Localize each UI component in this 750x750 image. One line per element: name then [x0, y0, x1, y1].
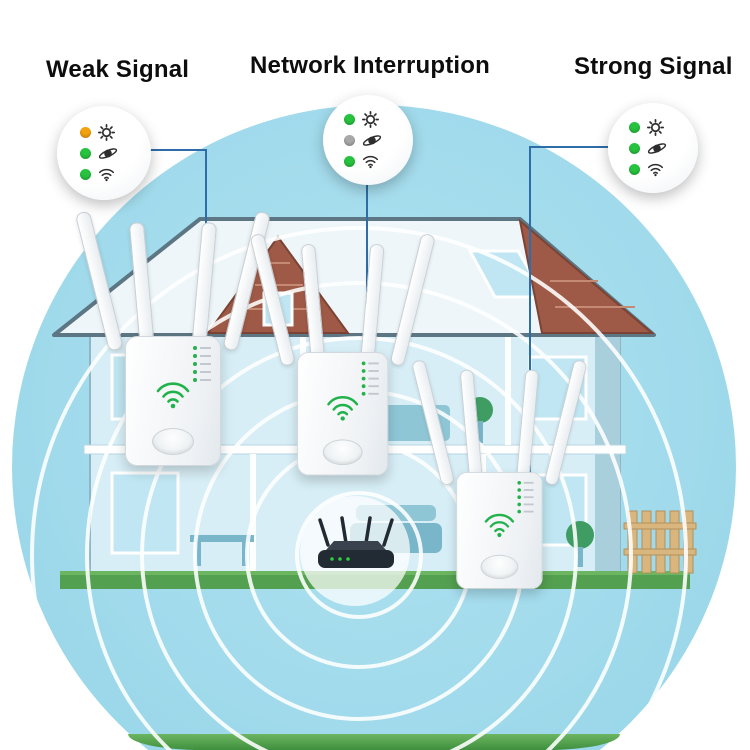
status-led: [344, 155, 355, 167]
planet-icon: [362, 134, 382, 146]
callout-connector-weak: [150, 149, 207, 151]
status-led: [629, 163, 640, 175]
antenna: [515, 369, 540, 486]
status-row: [344, 152, 392, 171]
antenna: [128, 221, 155, 351]
wps-button: [152, 428, 194, 455]
gear-icon: [647, 118, 664, 136]
status-led: [629, 121, 640, 133]
label-strong-signal: Strong Signal: [574, 53, 733, 80]
antenna: [191, 221, 218, 351]
wifi-icon: [484, 513, 515, 538]
status-row: [80, 165, 128, 184]
wifi-icon: [647, 163, 664, 176]
status-row: [80, 123, 128, 142]
wifi-extender-left: [74, 196, 272, 466]
status-indicators: [517, 481, 534, 514]
wps-button: [480, 554, 519, 580]
wifi-icon: [327, 396, 359, 421]
wifi-icon: [98, 168, 115, 181]
status-row: [80, 144, 128, 163]
status-indicators: [193, 346, 211, 382]
gear-icon: [362, 110, 379, 128]
wifi-icon: [362, 155, 379, 168]
wifi-extender-middle: [249, 219, 436, 476]
status-led: [80, 168, 91, 180]
status-indicators: [361, 361, 379, 396]
label-network-interruption: Network Interruption: [250, 52, 491, 79]
extender-body: [456, 472, 543, 589]
callout-connector-strong: [529, 146, 531, 473]
callout-connector-strong: [530, 146, 609, 148]
wifi-ripple-ring: [140, 336, 578, 750]
extender-body: [125, 336, 221, 466]
status-led: [344, 134, 355, 146]
wifi-router-icon: [318, 516, 394, 568]
antenna: [459, 369, 484, 486]
status-row: [629, 160, 677, 179]
status-led: [80, 126, 91, 138]
planet-icon: [98, 147, 118, 159]
extender-body: [297, 352, 389, 476]
status-led: [80, 147, 91, 159]
status-row: [344, 110, 392, 129]
wifi-ripple-ring: [295, 491, 423, 619]
antenna: [359, 243, 385, 366]
wps-button: [322, 439, 363, 466]
label-weak-signal: Weak Signal: [46, 56, 190, 83]
antenna: [300, 243, 326, 366]
callout-connector-interruption: [366, 184, 368, 352]
wifi-extender-right: [411, 346, 588, 589]
status-led: [629, 142, 640, 154]
status-row: [629, 139, 677, 158]
status-row: [629, 118, 677, 137]
wifi-icon: [156, 382, 190, 409]
status-led: [344, 113, 355, 125]
gear-icon: [98, 123, 115, 141]
status-callout-interruption: [323, 95, 413, 185]
status-callout-weak: [57, 106, 151, 200]
status-row: [344, 131, 392, 150]
planet-icon: [647, 142, 667, 154]
status-callout-strong: [608, 103, 698, 193]
